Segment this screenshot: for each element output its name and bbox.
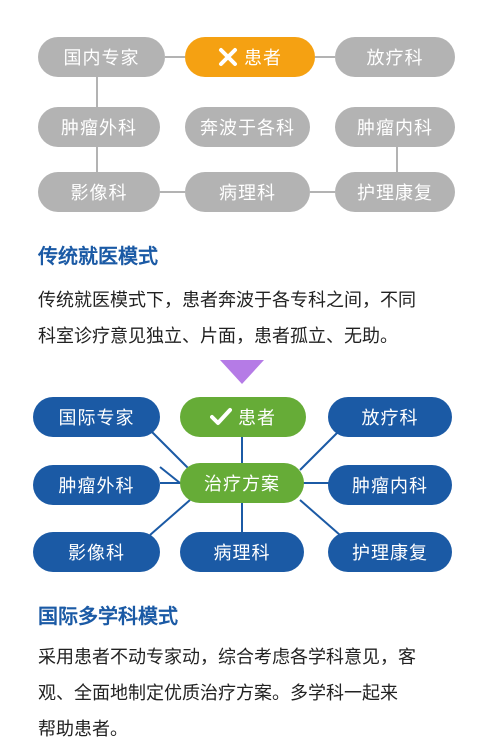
node-internal-medicine: 肿瘤内科 xyxy=(335,107,455,147)
node-surgery-blue: 肿瘤外科 xyxy=(33,465,160,505)
desc-line: 观、全面地制定优质治疗方案。多学科一起来 xyxy=(38,683,398,704)
node-label: 患者 xyxy=(244,48,282,69)
node-label: 肿瘤内科 xyxy=(352,476,428,497)
node-pathology: 病理科 xyxy=(185,172,310,212)
node-label: 奔波于各科 xyxy=(200,118,295,139)
node-imaging-blue: 影像科 xyxy=(33,532,160,572)
node-internal-blue: 肿瘤内科 xyxy=(328,465,452,505)
node-patient-check: 患者 xyxy=(180,397,306,437)
node-label: 国内专家 xyxy=(63,48,140,69)
node-label: 护理康复 xyxy=(357,183,433,204)
node-domestic-expert: 国内专家 xyxy=(38,37,165,77)
node-imaging: 影像科 xyxy=(38,172,160,212)
cross-icon xyxy=(218,47,238,67)
desc-line: 帮助患者。 xyxy=(38,719,128,740)
node-nursing-blue: 护理康复 xyxy=(328,532,452,572)
node-patient: 患者 xyxy=(185,37,315,77)
traditional-heading: 传统就医模式 xyxy=(38,244,158,268)
desc-line: 传统就医模式下，患者奔波于各专科之间，不同 xyxy=(38,290,416,311)
node-label: 肿瘤外科 xyxy=(58,476,135,497)
traditional-description: 传统就医模式下，患者奔波于各专科之间，不同 科室诊疗意见独立、片面，患者孤立、无… xyxy=(38,283,468,355)
node-pathology-blue: 病理科 xyxy=(180,532,304,572)
node-label: 病理科 xyxy=(213,543,271,564)
node-label: 肿瘤外科 xyxy=(61,118,137,139)
traditional-model-section: 国内专家 患者 放疗科 肿瘤外科 奔波于各科 肿瘤内科 影像科 病理科 护理康复… xyxy=(0,0,500,360)
node-label: 肿瘤内科 xyxy=(357,118,433,139)
down-arrow-icon xyxy=(220,360,264,384)
check-icon xyxy=(210,407,232,427)
node-label: 放疗科 xyxy=(361,408,419,429)
node-intl-expert: 国际专家 xyxy=(33,397,160,437)
node-treatment-plan: 治疗方案 xyxy=(180,463,304,503)
node-radiotherapy: 放疗科 xyxy=(335,37,455,77)
node-label: 国际专家 xyxy=(58,408,135,429)
node-label: 影像科 xyxy=(68,543,125,564)
node-label: 患者 xyxy=(238,408,276,429)
node-running-around: 奔波于各科 xyxy=(185,107,310,147)
node-nursing: 护理康复 xyxy=(335,172,455,212)
node-label: 治疗方案 xyxy=(204,474,280,495)
node-label: 影像科 xyxy=(70,183,128,204)
desc-line: 科室诊疗意见独立、片面，患者孤立、无助。 xyxy=(38,326,398,347)
node-label: 护理康复 xyxy=(352,543,428,564)
node-surgery: 肿瘤外科 xyxy=(38,107,160,147)
node-radiotherapy-blue: 放疗科 xyxy=(328,397,452,437)
node-label: 放疗科 xyxy=(366,48,424,69)
multidisciplinary-description: 采用患者不动专家动，综合考虑各学科意见，客 观、全面地制定优质治疗方案。多学科一… xyxy=(38,640,468,748)
node-label: 病理科 xyxy=(219,183,276,204)
multidisciplinary-heading: 国际多学科模式 xyxy=(38,604,178,628)
desc-line: 采用患者不动专家动，综合考虑各学科意见，客 xyxy=(38,647,416,668)
multidisciplinary-model-section: 国际专家 患者 放疗科 肿瘤外科 治疗方案 肿瘤内科 影像科 病理科 护理康复 … xyxy=(0,360,500,750)
